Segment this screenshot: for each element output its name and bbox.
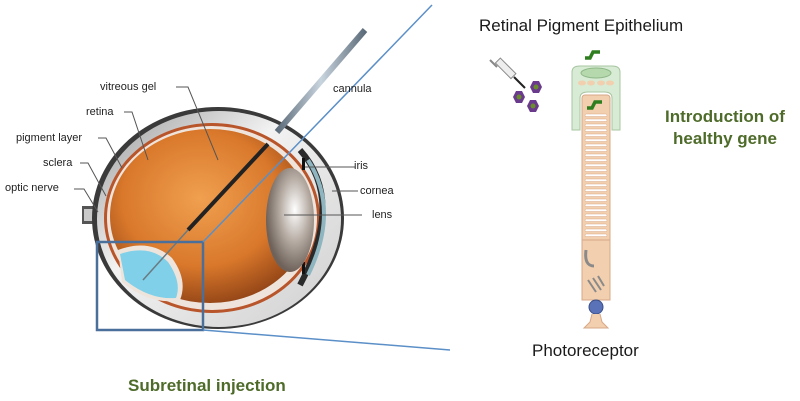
zoom-pointer-line-top xyxy=(202,4,433,243)
membrane-disc xyxy=(584,178,608,182)
caption-subretinal-injection: Subretinal injection xyxy=(128,376,286,395)
label-vitreous-gel: vitreous gel xyxy=(100,81,157,93)
lens xyxy=(266,168,314,272)
membrane-disc xyxy=(584,113,608,117)
membrane-disc xyxy=(584,218,608,222)
label-retinal-pigment-epithelium: Retinal Pigment Epithelium xyxy=(479,16,684,35)
membrane-disc xyxy=(584,158,608,162)
membrane-disc xyxy=(584,128,608,132)
label-photoreceptor: Photoreceptor xyxy=(532,341,639,360)
label-pigment-layer: pigment layer xyxy=(16,132,83,144)
label-iris: iris xyxy=(354,160,369,172)
membrane-disc xyxy=(584,188,608,192)
cannula xyxy=(274,28,368,134)
label-retina: retina xyxy=(86,106,114,118)
label-introduction-of-healthy-gene: Introduction of healthy gene xyxy=(665,107,785,148)
label-sclera: sclera xyxy=(43,157,73,169)
label-cannula: cannula xyxy=(333,83,372,95)
label-lens: lens xyxy=(372,209,393,221)
label-cornea: cornea xyxy=(360,185,394,197)
iris xyxy=(302,158,305,170)
zoom-pointer-line-bottom xyxy=(202,329,451,351)
membrane-disc xyxy=(584,198,608,202)
membrane-disc xyxy=(584,208,608,212)
membrane-discs xyxy=(584,113,608,237)
gene-icon xyxy=(585,50,600,60)
membrane-disc xyxy=(584,233,608,237)
membrane-disc xyxy=(584,138,608,142)
membrane-disc xyxy=(584,223,608,227)
membrane-disc xyxy=(584,118,608,122)
zoom-region-box xyxy=(95,240,205,332)
membrane-disc xyxy=(584,168,608,172)
eye-cross-section xyxy=(82,28,368,329)
membrane-disc xyxy=(584,163,608,167)
membrane-disc xyxy=(584,148,608,152)
membrane-disc xyxy=(584,228,608,232)
syringe-icon xyxy=(489,57,526,89)
membrane-disc xyxy=(584,123,608,127)
synaptic-terminal xyxy=(582,313,610,329)
viral-vector-particles xyxy=(513,81,542,112)
membrane-disc xyxy=(584,193,608,197)
membrane-disc xyxy=(584,203,608,207)
inner-segment xyxy=(581,239,611,301)
membrane-disc xyxy=(584,173,608,177)
membrane-disc xyxy=(584,183,608,187)
membrane-disc xyxy=(584,133,608,137)
rpe-cell xyxy=(571,65,621,131)
gene-icon xyxy=(587,100,602,110)
label-leaders xyxy=(74,86,362,216)
nucleus xyxy=(588,299,604,315)
membrane-disc xyxy=(584,153,608,157)
membrane-disc xyxy=(584,143,608,147)
membrane-disc xyxy=(584,213,608,217)
label-optic-nerve: optic nerve xyxy=(5,182,59,194)
photoreceptor-cell xyxy=(581,94,611,329)
